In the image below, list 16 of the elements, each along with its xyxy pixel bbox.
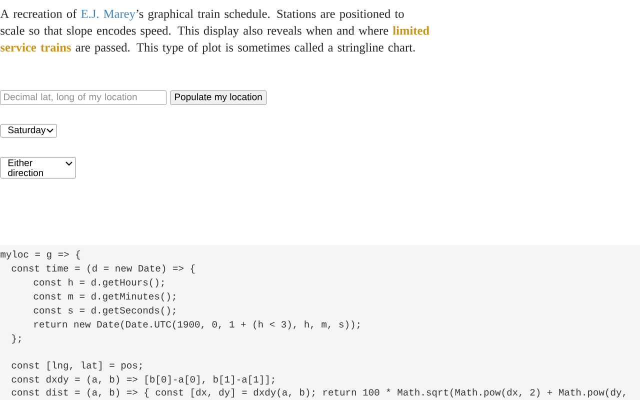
code-line: const [lng, lat] = pos; (12, 362, 142, 370)
populate-button: Populate my location (170, 90, 267, 105)
code-line: const dxdy = (a, b) => [b[0]-a[0], b[1]-a[1]]; (12, 376, 274, 384)
code-line: const m = d.getMinutes(); (34, 292, 176, 302)
code-line: const time = (d = new Date) => { (12, 264, 195, 274)
code-line: const h = d.getHours(); (34, 278, 164, 288)
code-line: }; (12, 334, 21, 344)
code-line: const dist = (a, b) => { const [dx, dy] = dxdy(a, b); return 100 * Math.sqrt(Math.pow(dx, 2) + Math.pow(dy, (12, 388, 625, 398)
input-field: Decimal lat, long of my location (0, 90, 166, 105)
day-select: Saturday (0, 124, 57, 138)
direction-select: Either direction (0, 157, 76, 178)
link: E.J. Marey (81, 10, 136, 21)
code-line: return new Date(Date.UTC(1900, 0, 1 + (h < 3), h, m, s)); (34, 320, 360, 330)
code-line: const s = d.getSeconds(); (34, 306, 176, 316)
intro-paragraph: A recreation of E.J. Marey’s graphical train schedule. Stations are positioned to scale so that slope encodes speed. This display also reveals when and where limited service trains are passed. This type of plot is sometimes called a stringline chart. (0, 9, 430, 54)
code-line: myloc = g => { (0, 250, 80, 260)
